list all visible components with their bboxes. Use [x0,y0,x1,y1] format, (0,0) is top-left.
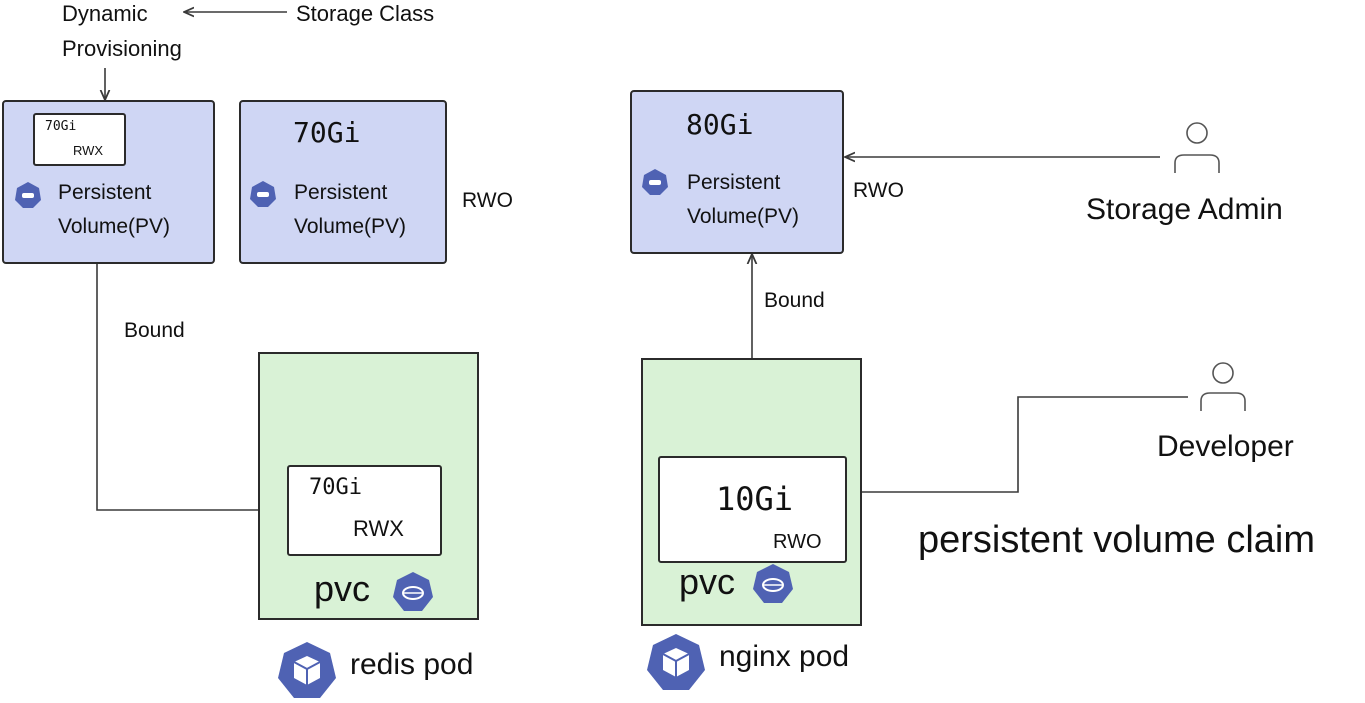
redis-pod-label: redis pod [350,648,474,681]
pv-left-label-line1: Persistent [58,181,152,204]
storage-class-label: Storage Class [296,1,435,26]
pv-left-label-line2: Volume(PV) [58,215,171,238]
nginx-claim-mode: RWO [773,531,822,553]
bound-left-arrow [97,252,287,511]
storage-admin-user-icon [1174,122,1220,173]
redis-pvc-label: pvc [314,568,371,609]
nginx-pod-label: nginx pod [719,640,850,673]
nginx-claim-card: 10Gi RWO [658,456,847,563]
redis-claim-card: 70Gi RWX [287,465,442,556]
pv-middle-mode: RWO [462,189,513,212]
storage-icon [642,169,668,195]
pv-middle-size: 70Gi [293,116,361,149]
persistent-volume-right: 80Gi Persistent Volume(PV) [630,90,844,254]
storage-icon [15,182,41,208]
persistent-volume-left: 70Gi RWX Persistent Volume(PV) [2,100,215,264]
pv-middle-label-line2: Volume(PV) [294,215,407,238]
storage-icon [250,181,276,207]
dynamic-label-line2: Provisioning [62,36,182,61]
pod-icon [278,642,336,698]
mini-claim-card: 70Gi RWX [33,113,126,166]
pv-right-size: 80Gi [686,108,754,141]
pv-middle-label-line1: Persistent [294,181,388,204]
pv-right-mode: RWO [853,179,904,202]
developer-arrow [847,396,1188,492]
nginx-claim-size: 10Gi [716,480,794,518]
redis-claim-mode: RWX [353,516,404,541]
dynamic-label-line1: Dynamic [62,1,148,26]
bound-right-label: Bound [764,289,825,312]
storage-admin-label: Storage Admin [1086,193,1283,226]
pv-right-label-line1: Persistent [687,171,781,194]
persistent-volume-middle: 70Gi Persistent Volume(PV) [239,100,447,264]
nginx-pod-box: 10Gi RWO pvc [641,358,862,626]
developer-label: Developer [1157,430,1294,463]
pvc-caption: persistent volume claim [918,519,1316,561]
redis-pod-box: 70Gi RWX pvc [258,352,479,620]
pvc-icon [753,564,793,603]
redis-claim-size: 70Gi [309,475,362,500]
pv-right-label-line2: Volume(PV) [687,205,800,228]
nginx-pvc-label: pvc [679,561,736,602]
mini-mode: RWX [73,143,104,158]
bound-left-label: Bound [124,319,185,342]
mini-size: 70Gi [45,119,77,134]
pvc-icon [393,572,433,611]
developer-user-icon [1200,362,1246,411]
pod-icon [647,634,705,690]
